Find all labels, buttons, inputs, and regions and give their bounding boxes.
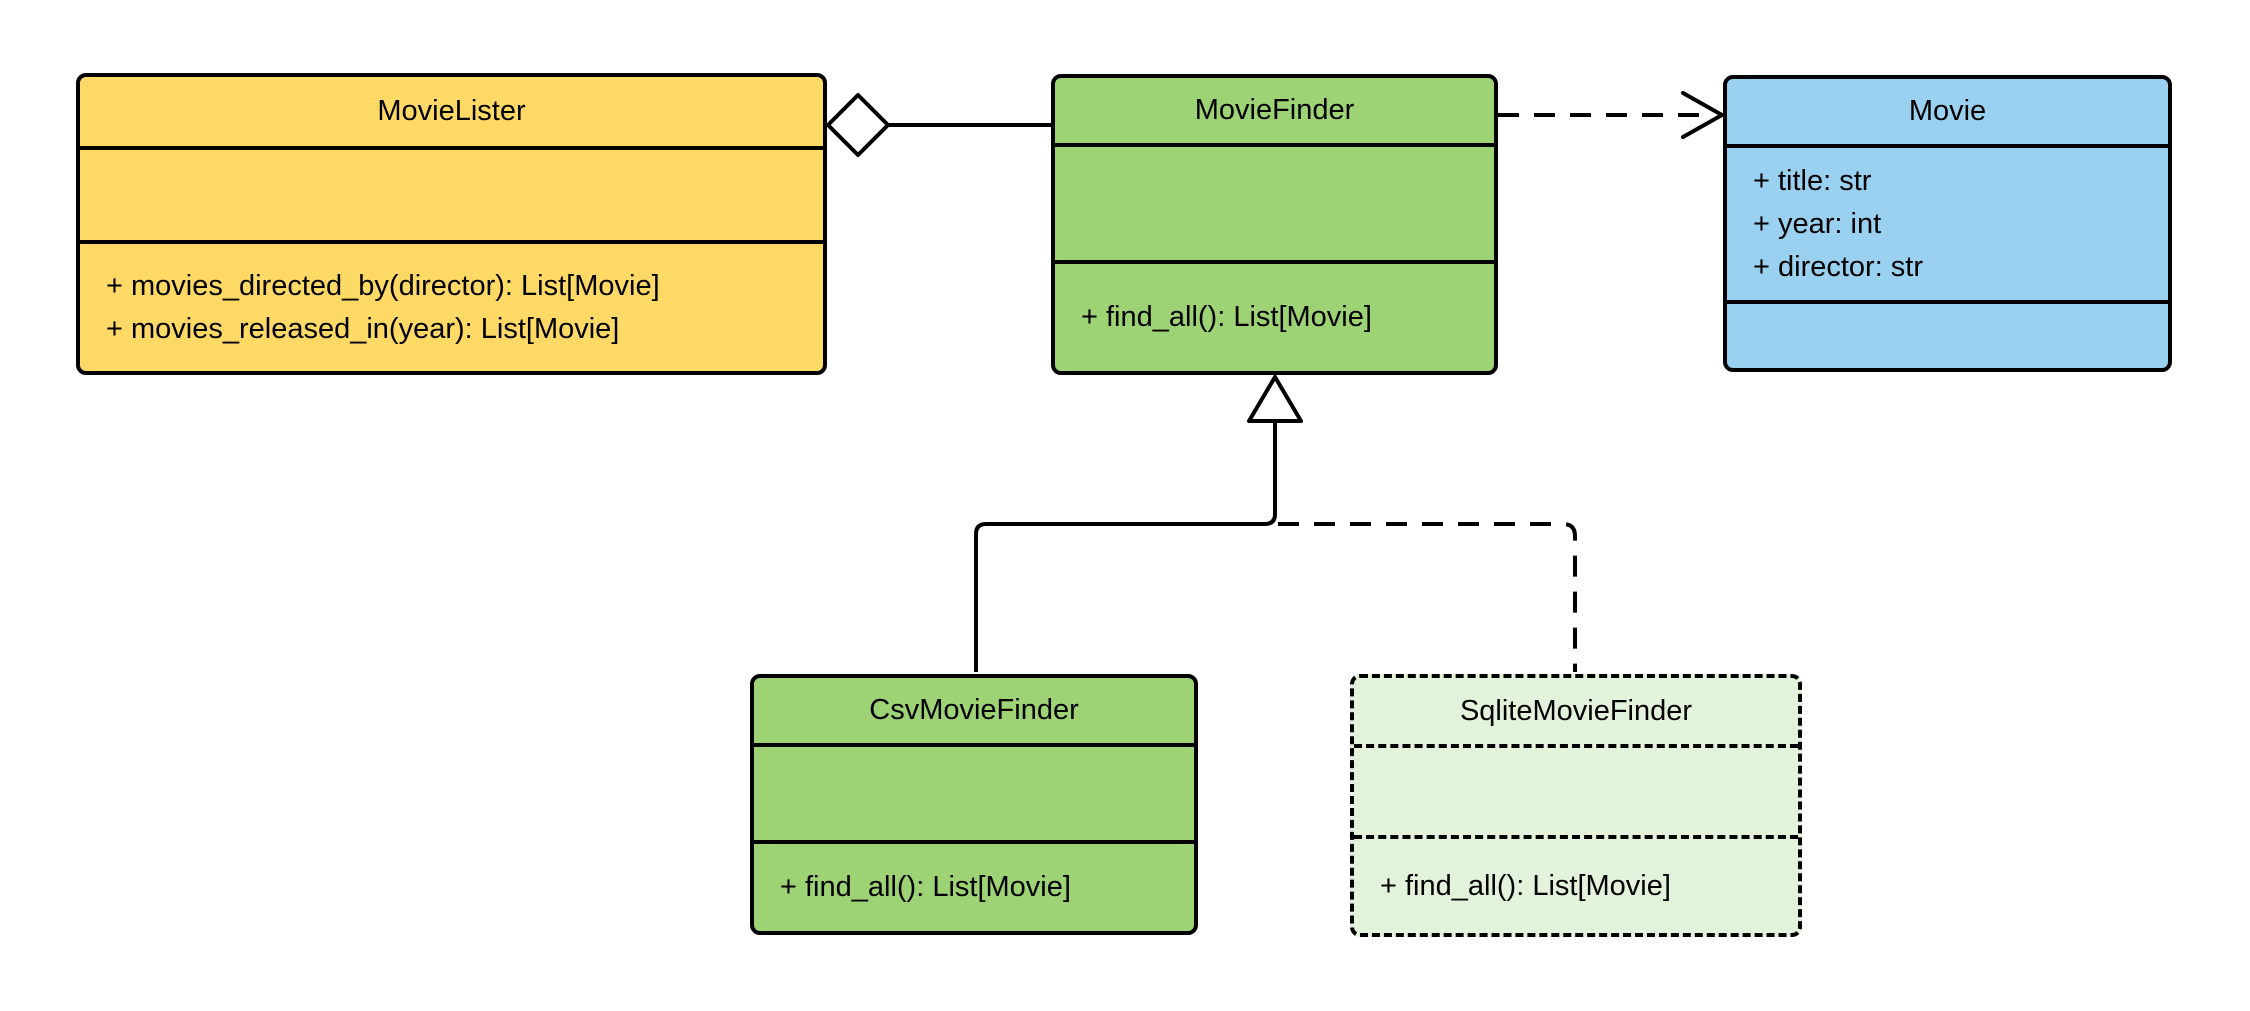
attribute-year: + year: int	[1753, 207, 1882, 240]
class-moviefinder-attributes	[1055, 143, 1494, 260]
generalization-dashed-line	[1278, 522, 1577, 672]
class-movie: Movie + title: str + year: int + directo…	[1723, 75, 2172, 372]
generalization-solid-line	[974, 421, 1277, 672]
class-sqlitemoviefinder: SqliteMovieFinder + find_all(): List[Mov…	[1350, 674, 1802, 937]
class-csvmoviefinder-title: CsvMovieFinder	[869, 694, 1079, 726]
attribute-director: + director: str	[1753, 250, 1924, 283]
class-moviefinder-title: MovieFinder	[1194, 94, 1355, 126]
class-sqlitemoviefinder-methods: + find_all(): List[Movie]	[1354, 835, 1798, 933]
class-movie-title: Movie	[1908, 95, 1987, 127]
class-csvmoviefinder-methods: + find_all(): List[Movie]	[754, 840, 1194, 931]
class-movielister: MovieLister + movies_directed_by(directo…	[76, 73, 827, 375]
method-find-all: + find_all(): List[Movie]	[780, 871, 1071, 903]
class-movielister-title: MovieLister	[377, 95, 526, 127]
class-movielister-attributes	[80, 146, 823, 240]
method-movies-directed-by: + movies_directed_by(director): List[Mov…	[106, 269, 660, 302]
class-moviefinder: MovieFinder + find_all(): List[Movie]	[1051, 74, 1498, 375]
aggregation-edge	[826, 93, 1051, 157]
class-sqlitemoviefinder-title: SqliteMovieFinder	[1459, 694, 1693, 727]
class-movie-attributes: + title: str + year: int + director: str	[1727, 144, 2168, 300]
class-moviefinder-methods: + find_all(): List[Movie]	[1055, 260, 1494, 371]
class-sqlitemoviefinder-attributes	[1354, 744, 1798, 835]
dependency-open-arrow-icon	[1681, 91, 1724, 139]
dependency-edge	[1498, 91, 1724, 139]
attribute-title: + title: str	[1753, 164, 1872, 197]
aggregation-diamond-icon	[826, 93, 890, 157]
method-movies-released-in: + movies_released_in(year): List[Movie]	[106, 312, 620, 345]
method-find-all: + find_all(): List[Movie]	[1380, 869, 1671, 902]
method-find-all: + find_all(): List[Movie]	[1081, 301, 1372, 333]
class-movie-methods	[1727, 300, 2168, 368]
generalization-triangle-icon	[1247, 375, 1303, 423]
class-csvmoviefinder-attributes	[754, 743, 1194, 840]
class-csvmoviefinder: CsvMovieFinder + find_all(): List[Movie]	[750, 674, 1198, 935]
class-movielister-methods: + movies_directed_by(director): List[Mov…	[80, 240, 823, 371]
